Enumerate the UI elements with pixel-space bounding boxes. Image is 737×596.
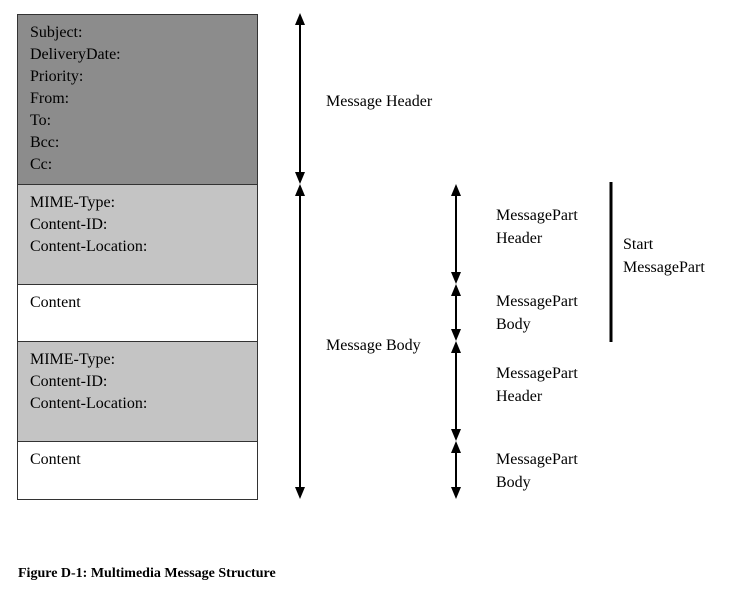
part-2-body-arrow bbox=[451, 441, 461, 499]
part-1-body-label: MessagePart Body bbox=[496, 293, 578, 333]
message-header-label: Message Header bbox=[326, 93, 433, 110]
header-field: To: bbox=[30, 112, 52, 129]
header-field: DeliveryDate: bbox=[30, 46, 121, 63]
header-field: Subject: bbox=[30, 24, 83, 41]
message-header-arrow bbox=[295, 13, 305, 184]
part-header-field: Content-ID: bbox=[30, 373, 108, 390]
part-2-header-arrow bbox=[451, 341, 461, 441]
message-body-arrow bbox=[295, 184, 305, 499]
part-content: Content bbox=[30, 294, 81, 311]
part-2-header-label: MessagePart Header bbox=[496, 365, 578, 405]
message-header-box: Subject: DeliveryDate: Priority: From: T… bbox=[17, 14, 258, 185]
part-header-field: MIME-Type: bbox=[30, 194, 116, 211]
message-part-2-header-box: MIME-Type: Content-ID: Content-Location: bbox=[17, 341, 258, 442]
part-1-header-arrow bbox=[451, 184, 461, 284]
message-part-1-header-box: MIME-Type: Content-ID: Content-Location: bbox=[17, 184, 258, 285]
header-field: Cc: bbox=[30, 156, 53, 173]
message-part-2-content-box: Content bbox=[17, 441, 258, 500]
start-messagepart-label: Start MessagePart bbox=[623, 236, 705, 276]
header-field: Priority: bbox=[30, 68, 84, 85]
part-header-field: MIME-Type: bbox=[30, 351, 116, 368]
header-field: Bcc: bbox=[30, 134, 60, 151]
part-2-body-label: MessagePart Body bbox=[496, 451, 578, 491]
figure-caption: Figure D-1: Multimedia Message Structure bbox=[18, 566, 276, 581]
part-1-header-label: MessagePart Header bbox=[496, 207, 578, 247]
part-header-field: Content-Location: bbox=[30, 395, 148, 412]
part-content: Content bbox=[30, 451, 81, 468]
part-header-field: Content-ID: bbox=[30, 216, 108, 233]
message-body-label: Message Body bbox=[326, 337, 421, 354]
message-part-1-content-box: Content bbox=[17, 284, 258, 342]
header-field: From: bbox=[30, 90, 70, 107]
part-1-body-arrow bbox=[451, 284, 461, 341]
part-header-field: Content-Location: bbox=[30, 238, 148, 255]
